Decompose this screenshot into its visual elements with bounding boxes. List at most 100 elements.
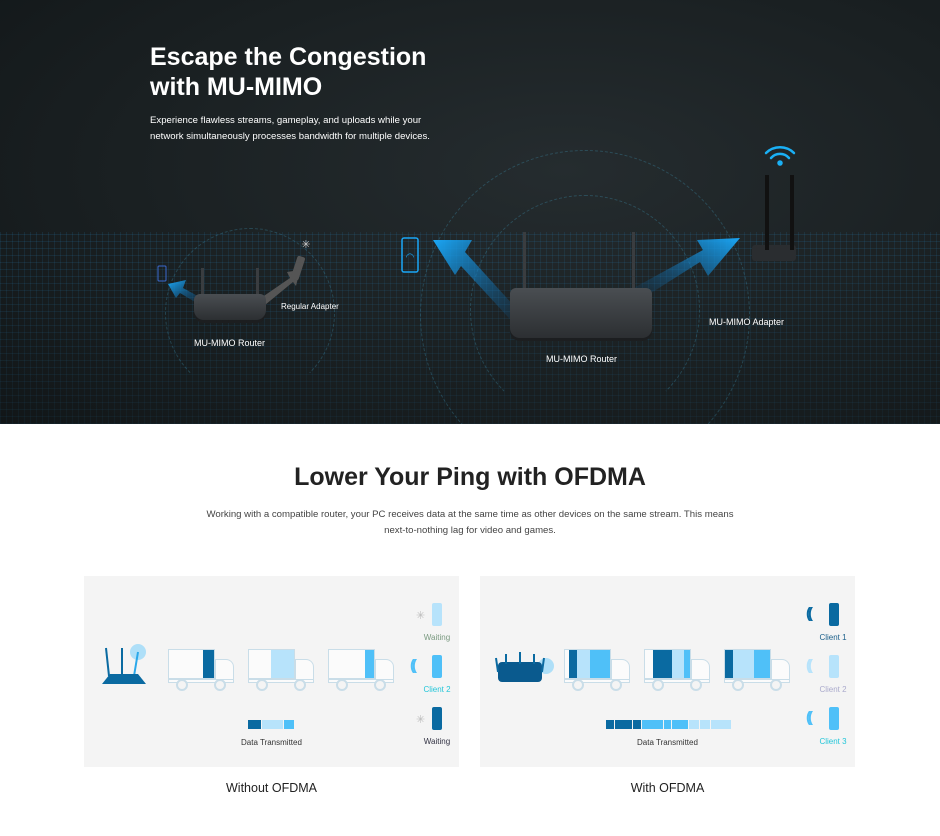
client-label: Waiting	[423, 633, 451, 642]
truck-icon	[168, 649, 240, 691]
small-phone-icon	[157, 265, 167, 282]
loading-icon: ✳	[301, 239, 310, 251]
bar-segment	[248, 720, 261, 729]
cargo-segment	[169, 650, 203, 678]
router-antenna	[632, 232, 635, 312]
client-label: Client 2	[819, 685, 847, 694]
cargo-segment	[589, 650, 610, 678]
right-signal-arrow	[630, 238, 740, 300]
truck-wheel	[652, 679, 664, 691]
regular-adapter-label: Regular Adapter	[281, 302, 339, 311]
regular-adapter-icon	[291, 255, 305, 281]
loading-icon: ✳	[416, 610, 426, 622]
truck-wheel	[374, 679, 386, 691]
client-label: Client 3	[819, 737, 847, 746]
cargo-segment	[652, 650, 673, 678]
cargo-segment	[672, 650, 684, 678]
signal-waves-icon: ((	[806, 605, 813, 622]
truck-cargo	[328, 649, 375, 679]
without-ofdma-caption: Without OFDMA	[226, 781, 317, 795]
truck-chassis	[724, 679, 790, 683]
truck-chassis	[328, 679, 394, 683]
truck-icon	[328, 649, 400, 691]
client-label: Waiting	[423, 737, 451, 746]
cargo-segment	[725, 650, 734, 678]
router-antenna	[523, 232, 526, 312]
truck-wheel	[770, 679, 782, 691]
router-antenna	[256, 268, 259, 298]
bar-segment	[606, 720, 614, 729]
wifi-icon	[764, 146, 796, 166]
hero-description: Experience flawless streams, gameplay, a…	[150, 115, 430, 142]
bar-segment	[672, 720, 688, 729]
loading-icon: ✳	[416, 714, 426, 726]
truck-chassis	[564, 679, 630, 683]
truck-cargo	[644, 649, 691, 679]
data-transmitted-bar	[248, 720, 294, 729]
signal-waves-icon: ((	[806, 709, 813, 726]
truck-wheel	[732, 679, 744, 691]
client-phone-icon	[829, 603, 839, 626]
cargo-segment	[249, 650, 271, 678]
mu-mimo-adapter-label: MU-MIMO Adapter	[709, 317, 785, 327]
cargo-segment	[203, 650, 214, 678]
truck-wheel	[336, 679, 348, 691]
hero-section: Escape the Congestion with MU-MIMO Exper…	[0, 0, 940, 424]
signal-arc	[165, 228, 335, 398]
bar-segment	[711, 720, 731, 729]
svg-text:◠: ◠	[406, 252, 415, 263]
truck-wheel	[294, 679, 306, 691]
truck-wheel	[176, 679, 188, 691]
signal-arc	[470, 195, 700, 424]
cargo-segment	[365, 650, 374, 678]
truck-cab	[691, 659, 710, 681]
left-router-image	[194, 294, 266, 320]
cargo-segment	[733, 650, 754, 678]
client-label: Client 2	[423, 685, 451, 694]
mu-mimo-adapter-icon	[752, 245, 796, 261]
cargo-segment	[645, 650, 653, 678]
truck-icon	[248, 649, 320, 691]
left-signal-arrow	[433, 240, 525, 330]
truck-chassis	[248, 679, 314, 683]
with-ofdma-panel: Data Transmitted ((Client 1((Client 2((C…	[480, 576, 855, 767]
bar-segment	[689, 720, 699, 729]
truck-cab	[771, 659, 790, 681]
hero-title: Escape the Congestion with MU-MIMO	[150, 43, 427, 101]
truck-wheel	[690, 679, 702, 691]
center-router-image	[510, 288, 652, 338]
with-ofdma-caption: With OFDMA	[630, 781, 705, 795]
bar-segment	[615, 720, 632, 729]
data-transmitted-label: Data Transmitted	[637, 738, 698, 747]
truck-wheel	[572, 679, 584, 691]
router-icon	[102, 644, 146, 684]
left-router-label: MU-MIMO Router	[194, 338, 266, 348]
truck-cargo	[168, 649, 215, 679]
truck-cab	[611, 659, 630, 681]
center-router-label: MU-MIMO Router	[546, 354, 618, 364]
cargo-segment	[683, 650, 690, 678]
truck-wheel	[256, 679, 268, 691]
signal-waves-icon: ((	[806, 657, 813, 674]
cargo-segment	[753, 650, 770, 678]
bar-segment	[664, 720, 671, 729]
truck-cargo	[248, 649, 295, 679]
bar-segment	[700, 720, 710, 729]
truck-chassis	[168, 679, 234, 683]
client-phone-icon	[432, 707, 442, 730]
truck-cargo	[724, 649, 771, 679]
ofdma-description: Working with a compatible router, your P…	[206, 509, 734, 536]
client-phone-icon	[432, 655, 442, 678]
truck-wheel	[214, 679, 226, 691]
cargo-segment	[577, 650, 590, 678]
client-phone-icon	[829, 655, 839, 678]
cargo-segment	[270, 650, 294, 678]
data-transmitted-label: Data Transmitted	[241, 738, 302, 747]
phone-icon	[401, 237, 419, 273]
bar-segment	[642, 720, 663, 729]
bar-segment	[633, 720, 641, 729]
without-ofdma-panel: Data Transmitted ✳Waiting((Client 2✳Wait…	[84, 576, 459, 767]
truck-icon	[564, 649, 636, 691]
truck-icon	[644, 649, 716, 691]
truck-icon	[724, 649, 796, 691]
